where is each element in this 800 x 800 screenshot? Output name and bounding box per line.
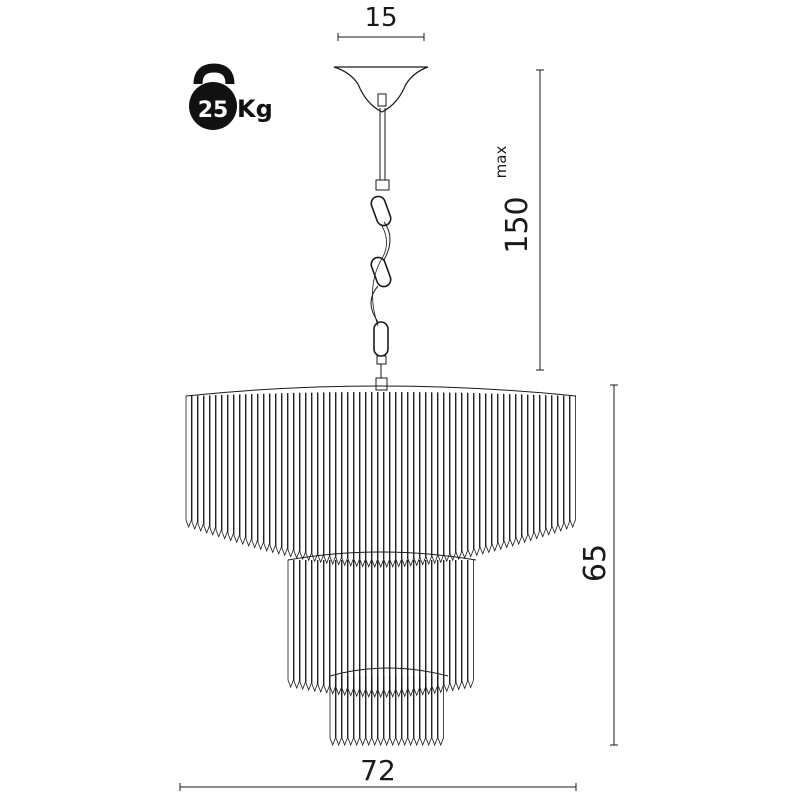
canopy-width-dimension: 15 xyxy=(337,3,425,41)
kettlebell-icon xyxy=(189,63,237,130)
canopy xyxy=(333,66,429,113)
crystal-tier-middle xyxy=(287,551,477,699)
weight-indicator: 25 Kg xyxy=(189,63,273,130)
diameter-label: 72 xyxy=(360,754,396,787)
chain xyxy=(370,195,392,391)
crystal-tier-bottom xyxy=(329,667,449,747)
height-label: 65 xyxy=(578,544,613,582)
weight-unit: Kg xyxy=(237,95,273,123)
height-dimension: 65 xyxy=(578,384,618,746)
canopy-width-label: 15 xyxy=(364,3,397,33)
suspension-dimension: 150 max xyxy=(492,69,544,371)
suspension-max-label: max xyxy=(492,146,510,179)
diameter-dimension: 72 xyxy=(179,754,577,791)
weight-value: 25 xyxy=(198,98,229,123)
suspension-rod xyxy=(375,108,390,191)
suspension-length-label: 150 xyxy=(500,196,535,253)
crystal-tier-top xyxy=(185,385,577,569)
